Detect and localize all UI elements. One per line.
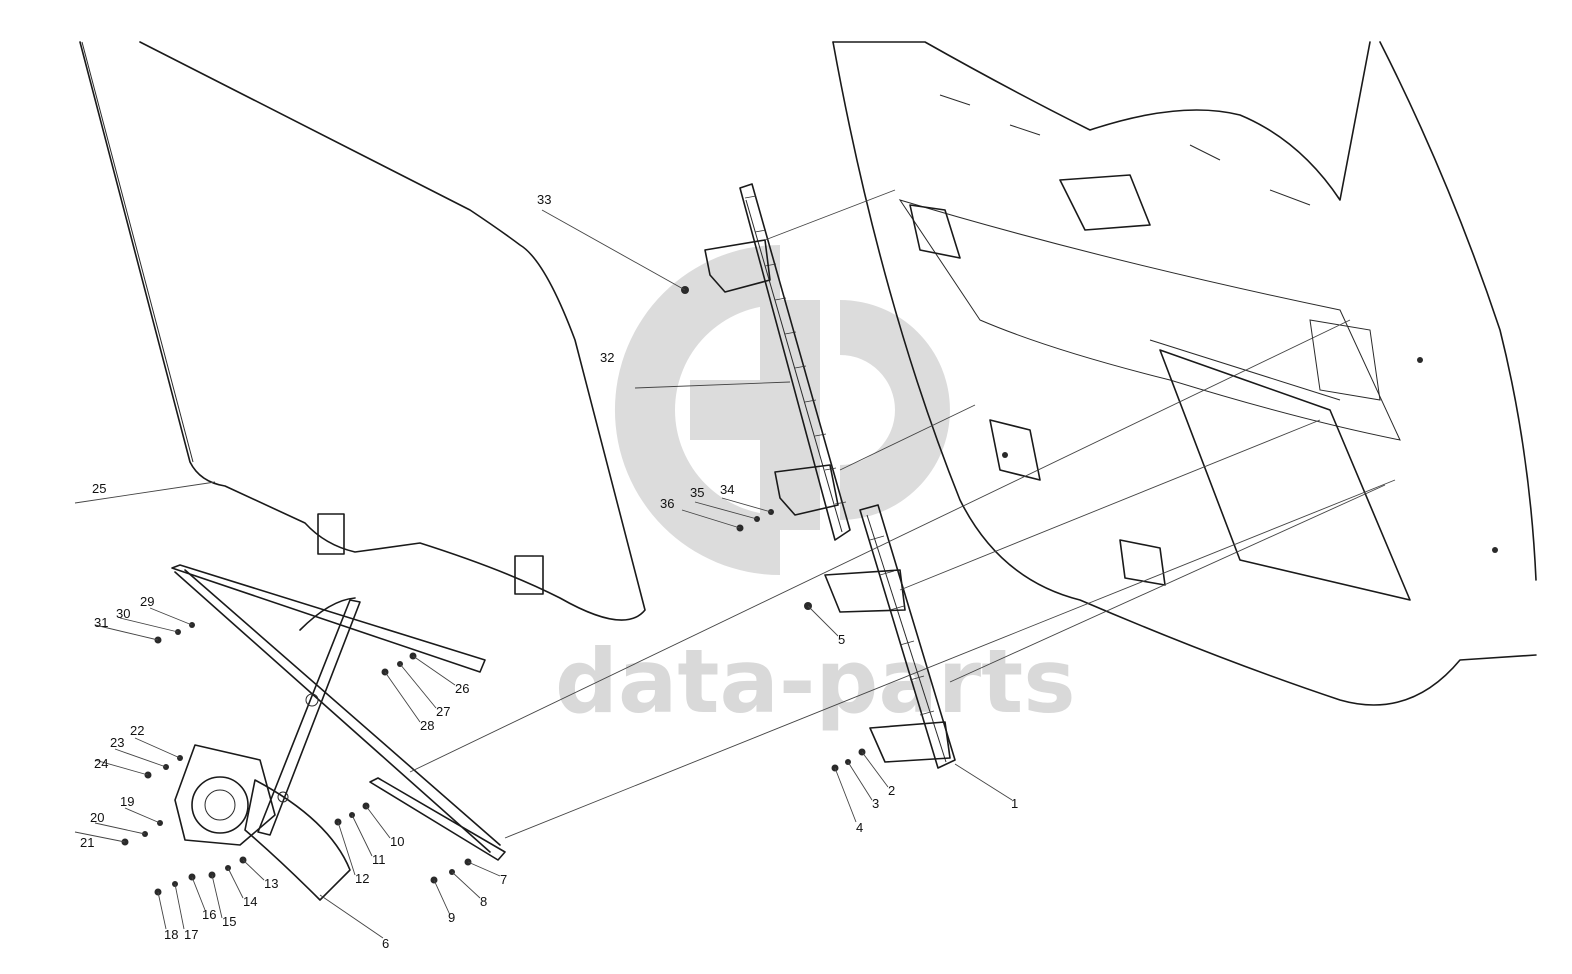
callout-28: 28 [420,718,434,733]
glass-clip-left [317,513,345,555]
callout-7: 7 [500,872,507,887]
watermark-text: data-parts [555,630,1076,733]
callout-9: 9 [448,910,455,925]
door-glass [79,41,646,621]
callout-16: 16 [202,907,216,922]
callout-36: 36 [660,496,674,511]
callout-1: 1 [1011,796,1018,811]
callout-18: 18 [164,927,178,942]
rear-guide-channel [824,504,956,769]
callout-25: 25 [92,481,106,496]
callout-22: 22 [130,723,144,738]
callout-33: 33 [537,192,551,207]
callout-35: 35 [690,485,704,500]
callout-8: 8 [480,894,487,909]
callout-3: 3 [872,796,879,811]
callout-leaders [74,209,1013,939]
callout-10: 10 [390,834,404,849]
front-guide-channel [704,183,851,541]
callout-24: 24 [94,756,108,771]
window-regulator [171,564,506,901]
callout-11: 11 [372,852,386,867]
callout-19: 19 [120,794,134,809]
callout-34: 34 [720,482,734,497]
watermark-logo [614,245,950,575]
callout-15: 15 [222,914,236,929]
fasteners [121,286,866,896]
door-inner-panel [832,41,1537,706]
callout-27: 27 [436,704,450,719]
callout-26: 26 [455,681,469,696]
callout-23: 23 [110,735,124,750]
callout-21: 21 [80,835,94,850]
callout-labels: 1 2 3 4 5 6 7 8 9 10 11 12 13 14 15 16 1… [80,192,1018,951]
glass-clip-right [514,555,544,595]
callout-2: 2 [888,783,895,798]
callout-5: 5 [838,632,845,647]
callout-20: 20 [90,810,104,825]
callout-31: 31 [94,615,108,630]
callout-17: 17 [184,927,198,942]
callout-12: 12 [355,871,369,886]
callout-29: 29 [140,594,154,609]
callout-32: 32 [600,350,614,365]
callout-30: 30 [116,606,130,621]
callout-13: 13 [264,876,278,891]
alignment-lines [409,189,1396,839]
callout-14: 14 [243,894,257,909]
callout-6: 6 [382,936,389,951]
callout-4: 4 [856,820,863,835]
